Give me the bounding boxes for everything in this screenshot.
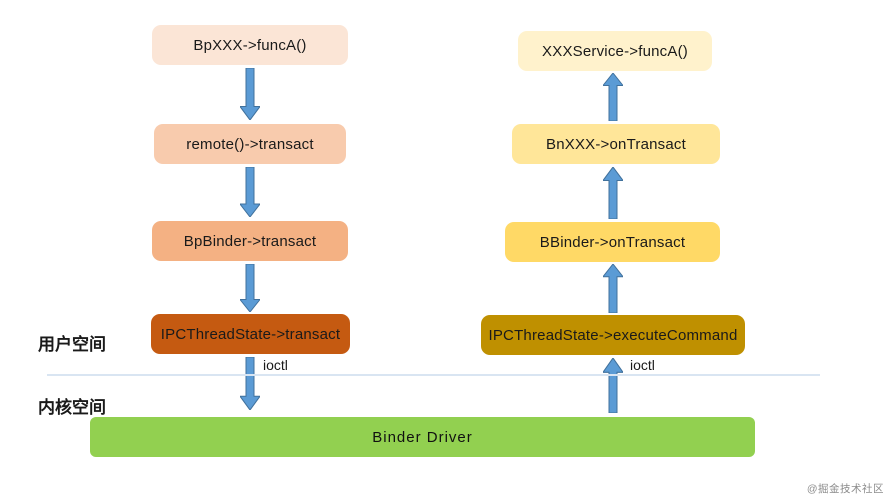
user-space-label: 用户空间 <box>38 335 106 354</box>
flow-box-remote-transact: remote()->transact <box>154 124 346 164</box>
flow-box-bpbinder-transact: BpBinder->transact <box>152 221 348 261</box>
flow-box-bpxxx-funca: BpXXX->funcA() <box>152 25 348 65</box>
binder-driver-box: Binder Driver <box>90 417 755 457</box>
ioctl-label-left: ioctl <box>263 357 288 373</box>
arrow-up-icon <box>603 73 623 121</box>
flow-box-bbinder-ontransact: BBinder->onTransact <box>505 222 720 262</box>
arrow-up-icon <box>603 264 623 313</box>
arrow-down-icon <box>240 68 260 120</box>
arrow-down-icon <box>240 167 260 217</box>
ioctl-label-right: ioctl <box>630 357 655 373</box>
flow-box-ipcthreadstate-executecommand: IPCThreadState->executeCommand <box>481 315 745 355</box>
watermark: @掘金技术社区 <box>806 483 884 495</box>
flow-box-bnxxx-ontransact: BnXXX->onTransact <box>512 124 720 164</box>
user-kernel-divider-line <box>47 374 820 376</box>
arrow-down-icon <box>240 264 260 312</box>
flow-box-ipcthreadstate-transact: IPCThreadState->transact <box>151 314 350 354</box>
arrow-up-icon <box>603 167 623 219</box>
arrow-down-icon <box>240 357 260 410</box>
arrow-up-icon <box>603 358 623 413</box>
flow-box-xxxservice-funca: XXXService->funcA() <box>518 31 712 71</box>
kernel-space-label: 内核空间 <box>38 398 106 417</box>
